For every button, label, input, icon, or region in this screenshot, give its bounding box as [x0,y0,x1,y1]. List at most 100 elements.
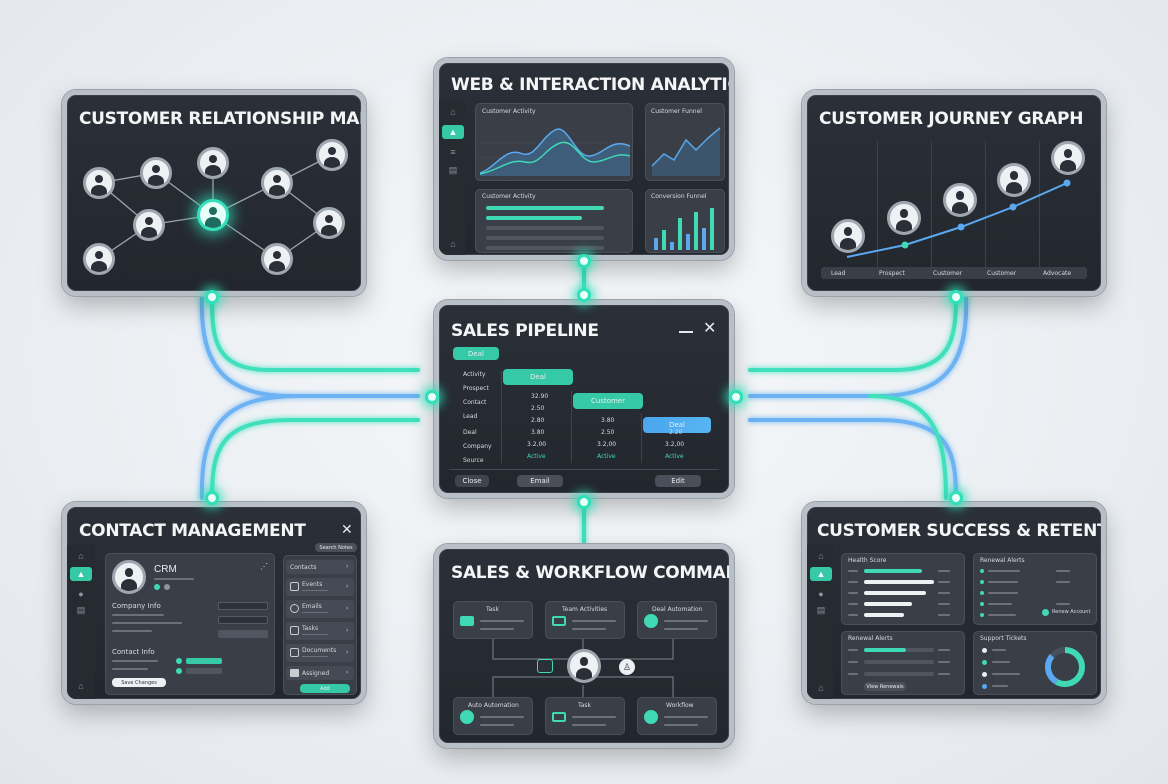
close-button[interactable]: Close [455,475,489,487]
panel-title: Customer Activity [482,108,536,115]
contact-management-card[interactable]: CONTACT MANAGEMENT ✕ ⌂ ▲ ● ▤ ⌂ CRM ⋰ Com… [62,502,366,704]
central-contact-avatar[interactable] [197,199,229,231]
list-item[interactable]: Events › [286,578,354,596]
home-icon[interactable]: ⌂ [450,239,456,249]
home-icon[interactable]: ⌂ [450,107,456,117]
prospect-avatar[interactable] [887,201,921,235]
analytics-icon[interactable]: ▲ [442,125,464,139]
list-item[interactable]: Emails › [286,600,354,618]
list-item[interactable]: Assigned › [286,666,354,680]
toggle[interactable] [176,658,182,664]
input-field[interactable] [218,630,268,638]
settings-icon[interactable]: ▤ [816,605,826,615]
section-title: Contact Info [112,648,155,656]
contact-avatar[interactable] [83,167,115,199]
contact-avatar[interactable] [261,243,293,275]
tab-deal[interactable]: Deal [453,347,499,360]
web-analytics-card[interactable]: WEB & INTERACTION ANALYTICS ⌂ ▲ ≡ ▤ ⌂ Cu… [434,58,734,260]
renewal-alerts-panel: Renewal Alerts Renew Account [973,553,1097,625]
stage-header-deal[interactable]: Deal [503,369,573,385]
command-workflow[interactable]: Workflow [637,697,717,735]
list-item[interactable]: Tasks › [286,622,354,640]
input-field[interactable] [218,602,268,610]
edit-button[interactable]: Edit [655,475,701,487]
connector-node [205,491,219,505]
action-label: Renew Account [1052,609,1091,615]
save-changes-button[interactable]: Save Changes [112,678,166,687]
user-icon[interactable]: ● [78,589,84,599]
home-icon[interactable]: ⌂ [818,551,824,561]
sidebar: ⌂ ▲ ● ▤ ⌂ [807,545,833,699]
input-field[interactable] [186,658,222,664]
toggle[interactable] [176,668,182,674]
add-button[interactable]: Add [300,684,350,693]
sales-workflow-commands-card[interactable]: SALES & WORKFLOW COMMANDS Task Team Acti… [434,544,734,748]
wire-success-to-pipeline-green [868,394,948,500]
funnel-line-chart [651,127,721,176]
command-auto-automation[interactable]: Auto Automation [453,697,533,735]
command-deal-automation[interactable]: Deal Automation [637,601,717,639]
contact-avatar[interactable] [133,209,165,241]
email-button[interactable]: Email [517,475,563,487]
home-icon[interactable]: ⌂ [78,681,84,691]
contact-avatar[interactable] [261,167,293,199]
list-item[interactable]: Contacts › [286,560,354,574]
command-task[interactable]: Task [453,601,533,639]
contact-detail-panel: CRM ⋰ Company Info Contact Info Save Cha… [105,553,275,695]
support-tickets-panel: Support Tickets [973,631,1097,695]
activity-bar [486,226,604,230]
chevron-right-icon: › [346,649,349,656]
renew-account-action[interactable]: Renew Account [1042,608,1094,618]
close-icon[interactable]: ✕ [341,521,353,537]
settings-icon[interactable]: ▤ [76,605,86,615]
sales-pipeline-card[interactable]: SALES PIPELINE ✕ Deal Activity Prospect … [434,300,734,498]
user-avatar[interactable] [567,649,601,683]
command-label: Deal Automation [652,606,703,613]
connector-node [949,290,963,304]
home-icon[interactable]: ⌂ [78,551,84,561]
contact-avatar[interactable] [316,139,348,171]
more-icon[interactable]: ⋰ [260,562,268,571]
command-task[interactable]: Task [545,697,625,735]
customer-relationship-map-card[interactable]: CUSTOMER RELATIONSHIP MAP [62,90,366,296]
minimize-icon[interactable] [679,331,693,333]
contact-avatar[interactable] [313,207,345,239]
customer-avatar[interactable] [943,183,977,217]
conversion-bar-chart [654,208,714,250]
input-field[interactable] [186,668,222,674]
card-title: SALES PIPELINE [451,321,599,341]
close-icon[interactable]: ✕ [703,320,717,337]
panel-title: Customer Funnel [651,108,702,115]
contacts-icon[interactable]: ▲ [70,567,92,581]
row-label: Lead [463,413,478,420]
stage-header-deal[interactable]: Deal [643,417,711,433]
list-item[interactable]: Documents › [286,644,354,662]
success-icon[interactable]: ▲ [810,567,832,581]
search-notes-button[interactable]: Search Notes [315,543,357,552]
contact-avatar[interactable] [197,147,229,179]
user-add-icon[interactable]: ♙ [619,659,635,675]
contact-avatar[interactable] [140,157,172,189]
wire-crm-to-pipeline [210,296,420,372]
home-icon[interactable]: ⌂ [818,683,824,693]
panel-title: Renewal Alerts [980,557,1025,564]
connector-node [577,495,591,509]
customer-avatar[interactable] [997,163,1031,197]
view-renewals-button[interactable]: View Renewals [864,682,906,691]
value-cell: 3.80 [601,417,615,424]
user-icon[interactable]: ● [818,589,824,599]
customer-success-card[interactable]: CUSTOMER SUCCESS & RETENTION ⌂ ▲ ● ▤ ⌂ H… [802,502,1106,704]
command-team-activities[interactable]: Team Activities [545,601,625,639]
workflow-icon[interactable] [537,659,553,673]
customer-journey-card[interactable]: CUSTOMER JOURNEY GRAPH Lead Prospect Cus… [802,90,1106,296]
input-field[interactable] [218,616,268,624]
advocate-avatar[interactable] [1051,141,1085,175]
settings-icon[interactable]: ▤ [448,165,458,175]
list-icon[interactable]: ≡ [450,147,456,157]
sidebar: ⌂ ▲ ● ▤ ⌂ [67,545,95,699]
lead-avatar[interactable] [831,219,865,253]
stage-header-customer[interactable]: Customer [573,393,643,409]
folder-icon [290,669,299,677]
contact-avatar[interactable] [83,243,115,275]
